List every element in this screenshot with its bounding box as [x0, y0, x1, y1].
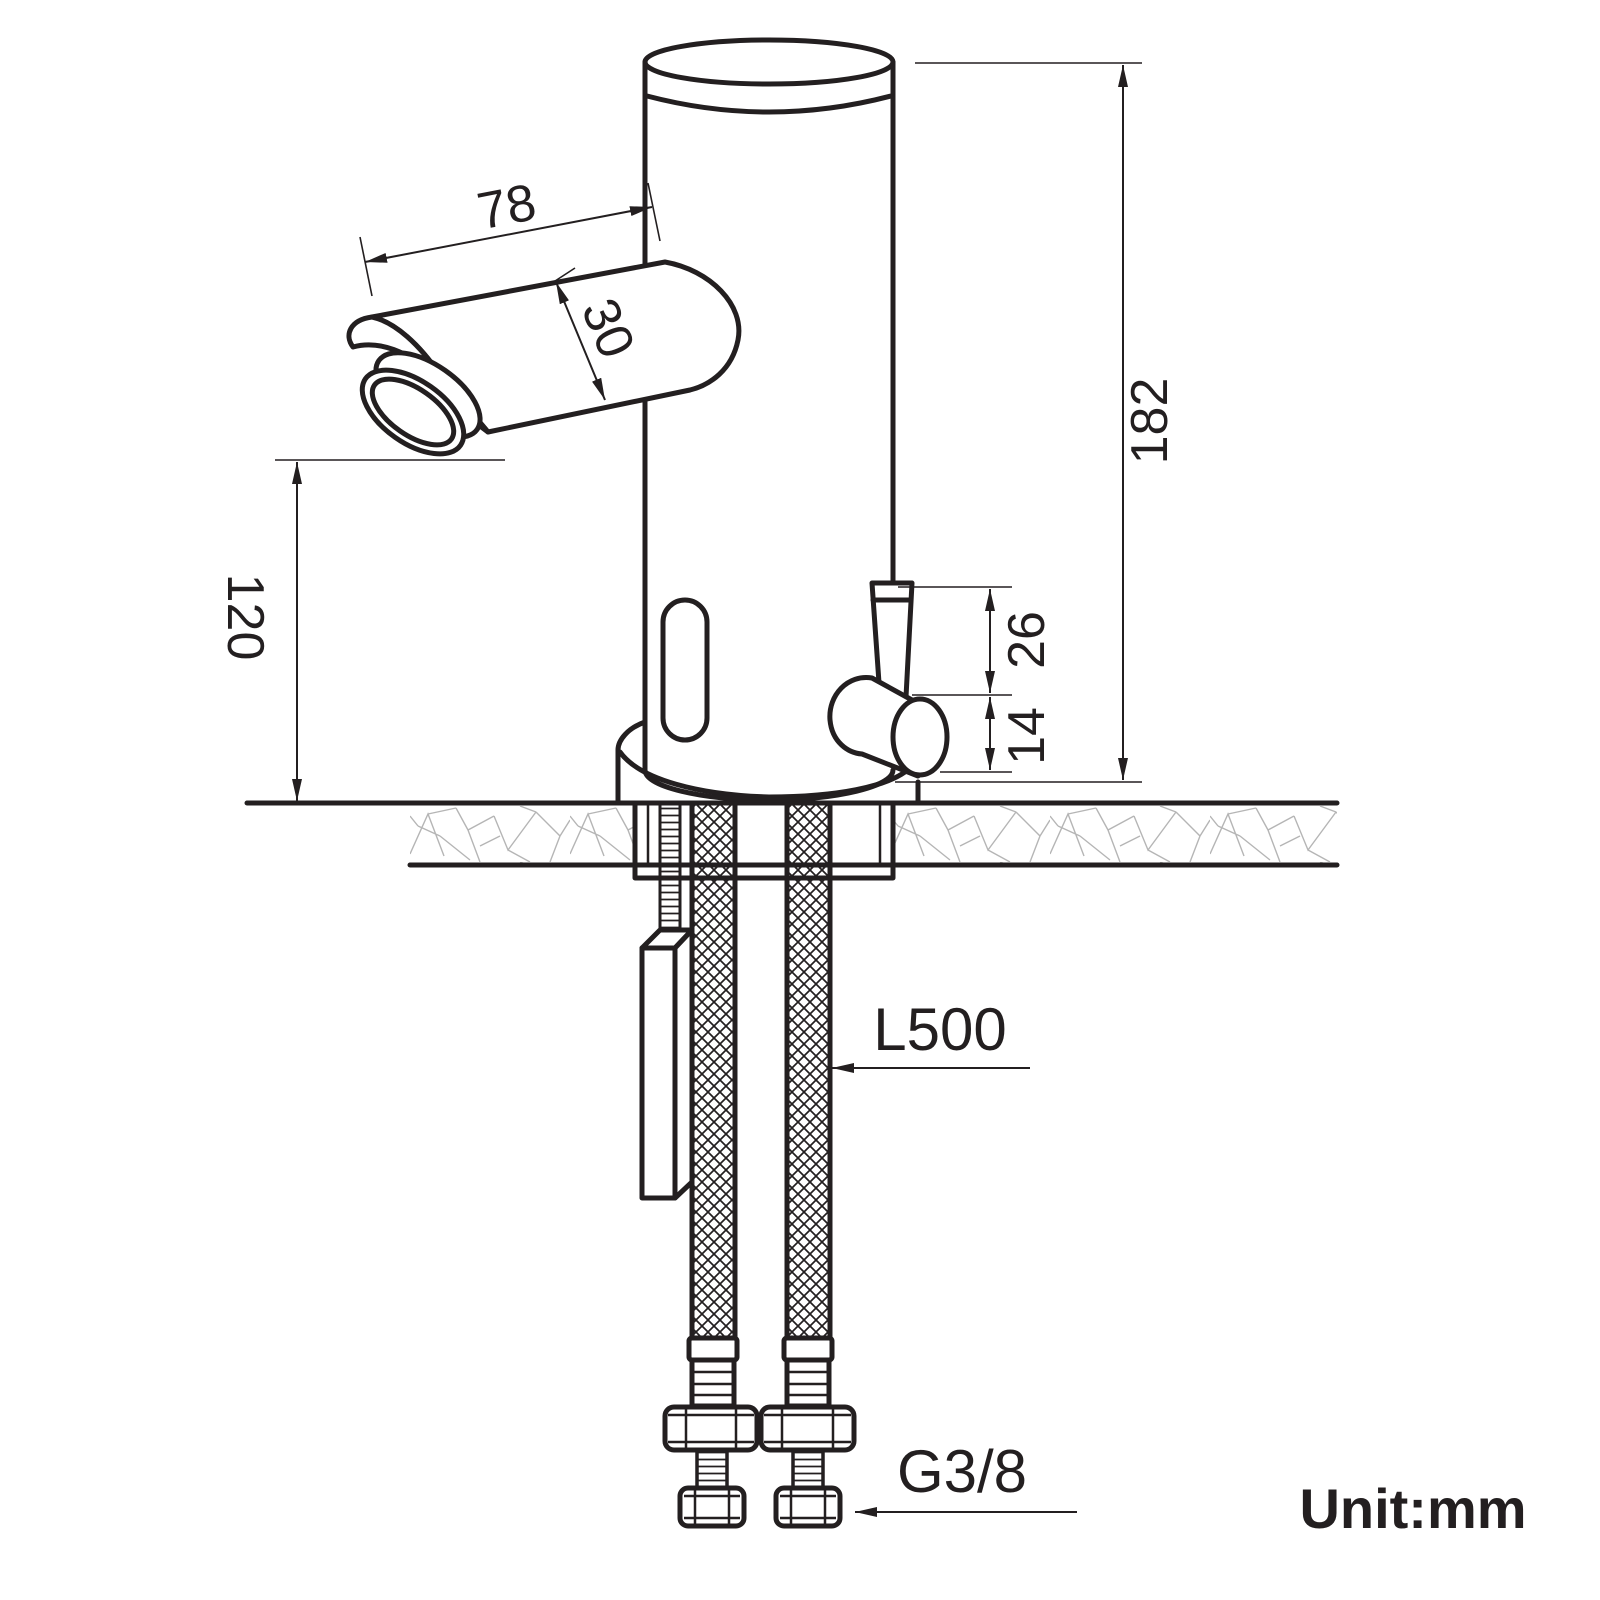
dimension-spout-reach: 78 — [359, 173, 661, 297]
escutcheon-left-side — [615, 719, 648, 806]
bottom-nut-right-facets — [780, 1488, 836, 1526]
handle — [827, 580, 950, 779]
aerator-face — [359, 367, 467, 457]
handle-hub-end — [890, 696, 950, 778]
hose-left-braid — [689, 800, 738, 1343]
bracket-side-face — [672, 927, 695, 1201]
body-top-band — [644, 93, 894, 115]
aerator-inner-ring — [369, 376, 457, 448]
body-top-cap — [642, 37, 896, 87]
hose-right — [784, 800, 833, 1343]
ferrule-left — [686, 1335, 740, 1363]
callout-connection-thread: G3/8 — [855, 1438, 1077, 1517]
extension-line — [647, 182, 661, 242]
hose-left — [689, 800, 738, 1343]
extension-line — [551, 267, 576, 284]
threaded-rod — [658, 801, 682, 940]
hose-connector-left — [662, 1335, 760, 1529]
bottom-nut-left-facets — [684, 1488, 740, 1526]
dimension-line — [555, 281, 606, 401]
bottom-nut-left — [677, 1485, 747, 1529]
dimension-handle-hub: 14 — [940, 697, 1056, 773]
countertop-texture-left — [410, 806, 634, 863]
dimension-spout-clearance: 120 — [216, 459, 505, 801]
hose-connector-right — [758, 1335, 857, 1529]
mounting-bracket — [639, 927, 695, 1201]
mounting-hole-inner — [646, 801, 882, 867]
countertop — [244, 800, 1340, 881]
ferrule-right — [781, 1335, 835, 1363]
threaded-rod-shaft — [658, 801, 682, 940]
hex-nut-left — [662, 1404, 760, 1453]
dimension-handle-lever: 26 — [898, 586, 1056, 696]
dimension-line — [364, 206, 653, 263]
hex-nut-right-facets — [764, 1407, 851, 1450]
callout-label: L500 — [873, 996, 1006, 1063]
unit-note: Unit:mm — [1299, 1477, 1526, 1540]
collar-right-grooves — [787, 1370, 829, 1397]
hose-right-braid — [784, 800, 833, 1343]
countertop-texture-right — [893, 806, 1337, 863]
body-bottom-edge — [642, 767, 896, 803]
hex-nut-left-facets — [668, 1407, 754, 1450]
sensor-window — [660, 597, 710, 743]
dimension-label: 182 — [1121, 378, 1179, 465]
callout-hose-length: L500 — [832, 996, 1030, 1073]
bottom-nut-right — [773, 1485, 843, 1529]
callout-label: G3/8 — [897, 1438, 1027, 1505]
dimension-label: 120 — [216, 574, 274, 661]
hex-nut-right — [758, 1404, 857, 1453]
faucet-body — [615, 37, 921, 806]
shank-right — [791, 1448, 825, 1490]
collar-left-grooves — [692, 1370, 734, 1397]
extension-line — [359, 236, 373, 297]
dimension-label: 26 — [998, 611, 1056, 669]
dimension-overall-height: 182 — [895, 62, 1179, 783]
dimension-label: 78 — [473, 173, 541, 241]
aerator — [359, 350, 483, 457]
bracket-front-face — [639, 945, 678, 1201]
shank-left — [695, 1448, 729, 1490]
dimension-label: 14 — [998, 707, 1056, 765]
